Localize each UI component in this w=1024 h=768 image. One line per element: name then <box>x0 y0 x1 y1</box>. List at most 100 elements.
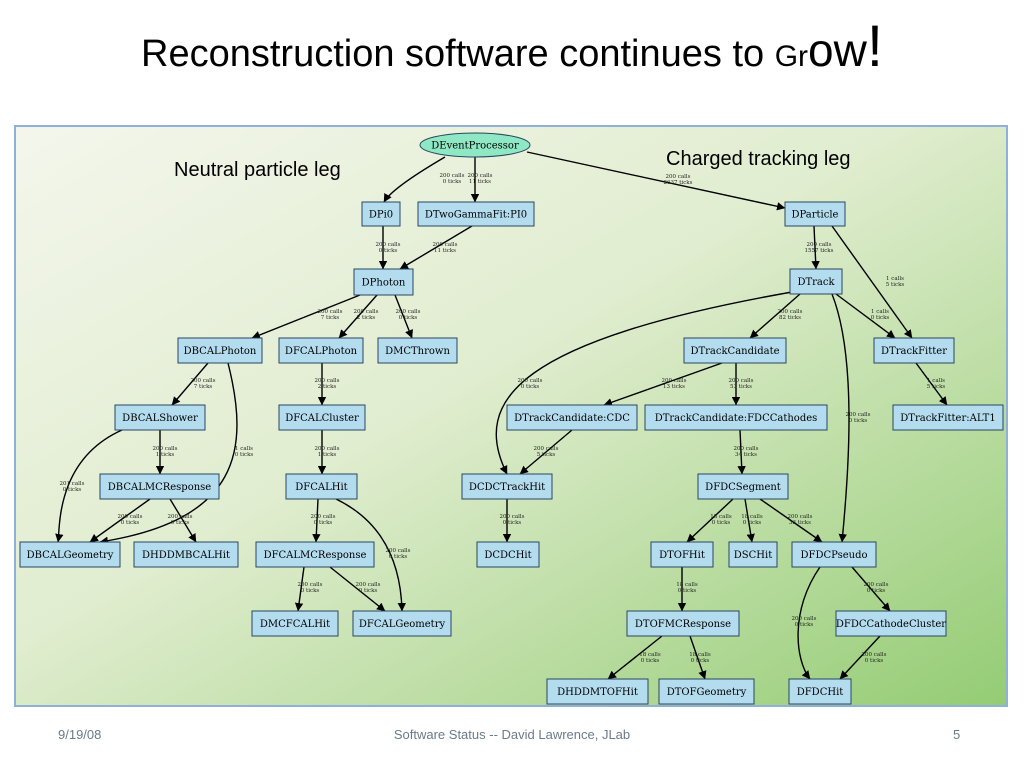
edge-DPhoton-to-DBCALPhoton <box>251 294 361 339</box>
edge-DTrackCandidateCDC-to-DCDCTrackHit <box>519 429 573 475</box>
node-shape <box>650 541 714 568</box>
edge-DTrack-to-DTrackFitter <box>835 293 896 339</box>
node-DTrackCandidate: DTrackCandidate <box>683 337 787 364</box>
edge-label-calls: 18 calls <box>689 652 711 658</box>
node-DTwoGammaFit: DTwoGammaFit:PI0 <box>417 201 535 227</box>
edge-DFCALHit-to-DFCALGeometry <box>335 498 406 612</box>
node-label: DTrackCandidate:FDCCathodes <box>655 413 818 424</box>
edge-label-calls: 200 calls <box>311 514 336 520</box>
node-label: DCDCTrackHit <box>469 482 545 493</box>
edge-label-calls: 1 calls <box>886 276 904 282</box>
node-DParticle: DParticle <box>784 201 846 227</box>
edge-label-ticks: 0 ticks <box>63 487 82 493</box>
node-label: DTOFMCResponse <box>635 619 731 630</box>
edge-DFCALMCResponse-to-DFCALGeometry <box>329 566 386 612</box>
edge-label-calls: 18 calls <box>741 514 763 520</box>
edge-label-ticks: 0 ticks <box>399 315 418 321</box>
node-label: DFCALHit <box>295 482 347 493</box>
edge-label-ticks: 0 ticks <box>795 622 814 628</box>
edge-DTrack-to-DCDCTrackHit <box>495 291 793 475</box>
node-label: DFCALMCResponse <box>264 550 367 561</box>
title-main: Reconstruction software continues to <box>141 33 775 75</box>
edge-label-calls: 201 calls <box>60 481 85 487</box>
edge-label-calls: 200 calls <box>666 174 691 180</box>
node-shape <box>255 541 375 568</box>
edge-DTOFMCResponse-to-DTOFGeometry <box>689 635 707 680</box>
node-label: DTrackCandidate <box>690 346 779 357</box>
node-shape <box>177 337 263 364</box>
edge-label-ticks: 0 ticks <box>443 179 462 185</box>
node-label: DTOFGeometry <box>667 687 747 698</box>
footer-page-number: 5 <box>953 727 961 742</box>
node-DBCALShower: DBCALShower <box>114 404 206 431</box>
edge-label-calls: 200 calls <box>298 582 323 588</box>
edge-label-ticks: 13 ticks <box>663 384 685 390</box>
node-shape <box>99 473 220 500</box>
node-label: DTrackCandidate:CDC <box>514 413 630 424</box>
node-shape <box>352 610 452 637</box>
annotation-charged-leg: Charged tracking leg <box>666 148 851 170</box>
edge-label-ticks: 0 ticks <box>379 248 398 254</box>
edge-DEventProcessor-to-DParticle <box>526 151 786 211</box>
node-DTOFGeometry: DTOFGeometry <box>658 678 755 705</box>
node-DBCALPhoton: DBCALPhoton <box>177 337 263 364</box>
edge-label-calls: 200 calls <box>788 514 813 520</box>
node-label: DFCALPhoton <box>285 346 358 357</box>
node-shape <box>791 541 877 568</box>
edge-DTrack-to-DTrackCandidate <box>749 293 801 339</box>
node-label: DParticle <box>792 210 839 221</box>
node-label: DFCALGeometry <box>359 619 446 630</box>
node-DTOFMCResponse: DTOFMCResponse <box>626 610 740 637</box>
edge-label-calls: 18 calls <box>676 582 698 588</box>
edge-label-ticks: 0 ticks <box>678 588 697 594</box>
node-shape <box>476 541 540 568</box>
node-shape <box>417 201 535 227</box>
edge-label-ticks: 0 ticks <box>314 520 333 526</box>
edge-label-ticks: 5 ticks <box>927 384 946 390</box>
node-label: DBCALPhoton <box>184 346 257 357</box>
edge-DBCALShower-to-DBCALGeometry <box>55 429 123 543</box>
title-gr: Gr <box>774 40 809 73</box>
node-label: DFDCPseudo <box>801 550 868 561</box>
footer-center: Software Status -- David Lawrence, JLab <box>393 727 631 742</box>
node-label: DFDCSegment <box>705 482 781 493</box>
edge-label-ticks: 2 ticks <box>318 384 337 390</box>
edge-label-calls: 200 calls <box>153 446 178 452</box>
edge-label-ticks: 33 ticks <box>789 520 811 526</box>
node-shape <box>506 404 638 431</box>
edge-DFDCPseudo-to-DFDCHit <box>797 566 821 680</box>
edge-label-ticks: 5 ticks <box>886 282 905 288</box>
node-label: DMCThrown <box>385 346 450 357</box>
edge-label-calls: 18 calls <box>710 514 732 520</box>
edge-label-calls: 200 calls <box>734 446 759 452</box>
edge-label-calls: 200 calls <box>729 378 754 384</box>
edge-DFDCSegment-to-DTOFHit <box>686 498 734 543</box>
edge-label-calls: 200 calls <box>862 652 887 658</box>
node-shape <box>683 337 787 364</box>
edge-label-ticks: 2637 ticks <box>664 180 693 186</box>
node-label: DTrackFitter <box>881 346 947 357</box>
node-shape <box>133 541 239 568</box>
node-shape <box>278 337 364 364</box>
edge-label-calls: 1 calls <box>927 378 945 384</box>
edge-label-calls: 200 calls <box>778 309 803 315</box>
edge-DParticle-to-DTrackFitter <box>831 225 913 339</box>
node-shape <box>697 473 789 500</box>
edge-label-ticks: 0 ticks <box>389 554 408 560</box>
node-DFCALPhoton: DFCALPhoton <box>278 337 364 364</box>
node-label: DMCFCALHit <box>260 619 330 630</box>
edge-label-calls: 200 calls <box>386 548 411 554</box>
node-shape <box>461 473 553 500</box>
edge-label-ticks: 2 ticks <box>357 315 376 321</box>
edge-DFDCPseudo-to-DFDCCathodeCluster <box>851 566 891 612</box>
node-DCDCTrackHit: DCDCTrackHit <box>461 473 553 500</box>
edge-label-calls: 200 calls <box>662 378 687 384</box>
edge-DFDCSegment-to-DSCHit <box>744 498 755 543</box>
node-label: DHDDMBCALHit <box>142 550 230 561</box>
edge-DBCALMCResponse-to-DHDDMBCALHit <box>169 498 197 543</box>
edge-DBCALPhoton-to-DBCALShower <box>171 362 209 406</box>
node-shape <box>114 404 206 431</box>
node-shape <box>377 337 458 364</box>
edge-label-ticks: 0 ticks <box>865 658 884 664</box>
